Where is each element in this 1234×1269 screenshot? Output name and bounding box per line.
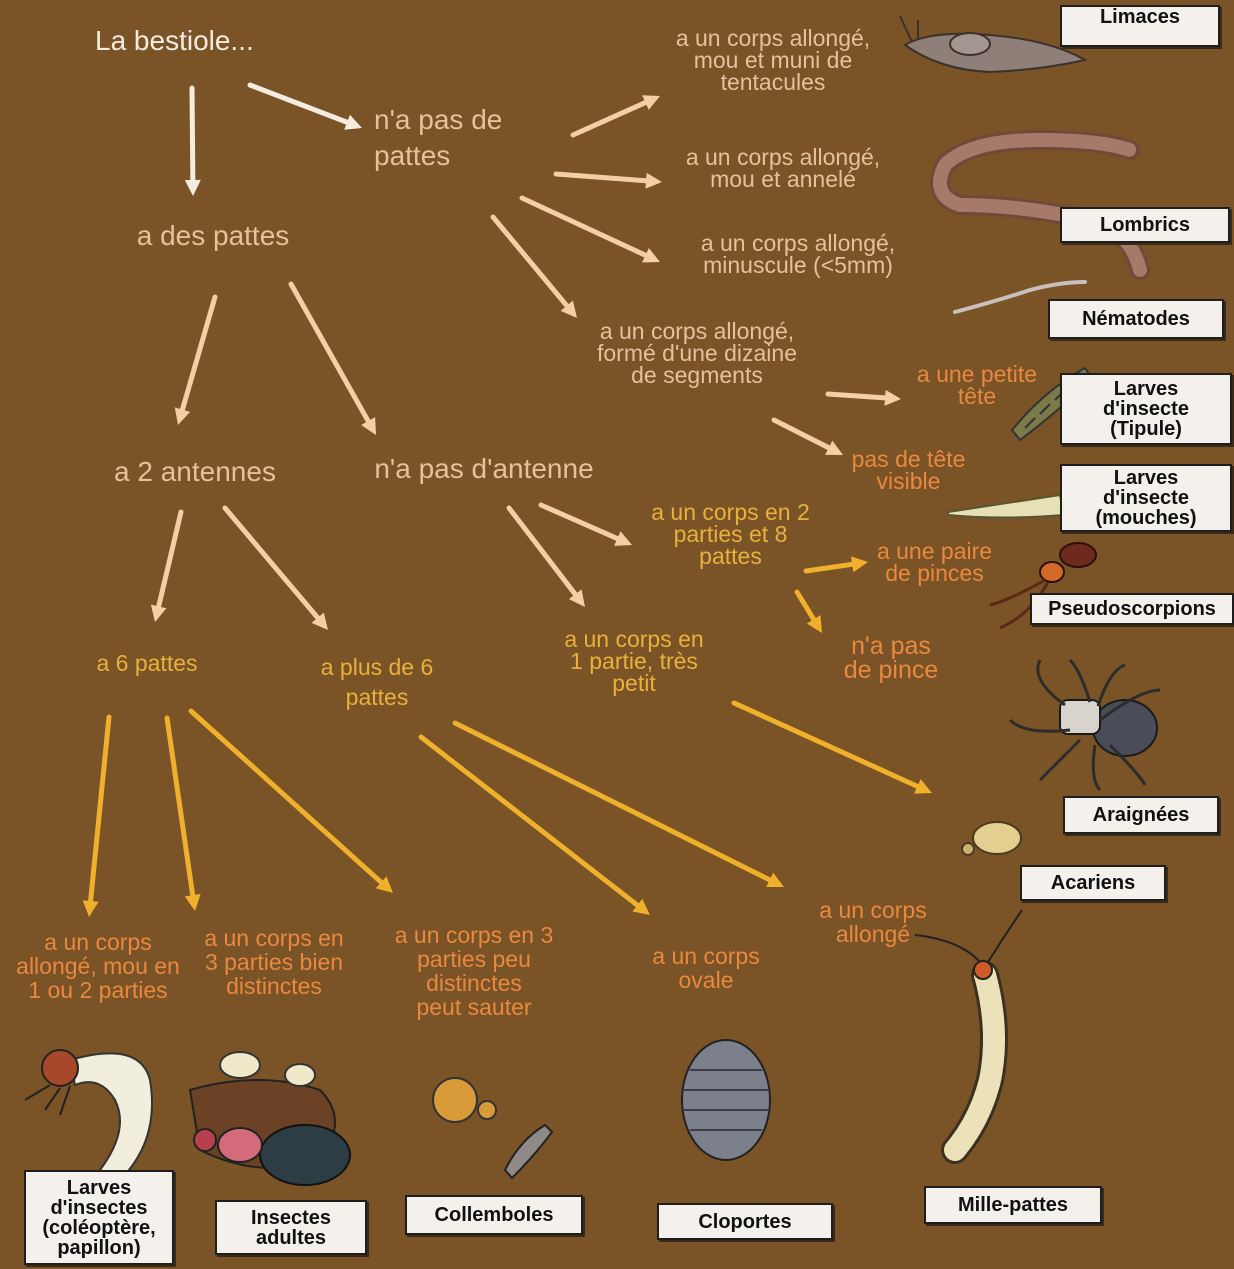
node-two-antennae: a 2 antennes bbox=[97, 459, 293, 486]
node-body-2-parts: a un corps en 2 parties et 8 pattes bbox=[633, 502, 828, 568]
label-lombrics: Lombrics bbox=[1060, 207, 1230, 243]
slug-icon bbox=[900, 16, 1085, 72]
spider-icon bbox=[1010, 660, 1160, 790]
fly-larva-icon bbox=[948, 495, 1064, 518]
node-nematode-desc: a un corps allongé, minuscule (<5mm) bbox=[680, 233, 916, 277]
node-larva-seg-desc: a un corps allongé, formé d'une dizaine … bbox=[572, 321, 822, 387]
node-soft-body: a un corps allongé, mou en 1 ou 2 partie… bbox=[2, 930, 194, 1002]
label-nematodes: Nématodes bbox=[1048, 299, 1224, 339]
node-no-head: pas de tête visible bbox=[836, 449, 981, 493]
label-acariens: Acariens bbox=[1020, 865, 1166, 901]
label-insectes-adultes: Insectes adultes bbox=[215, 1200, 367, 1255]
node-no-legs: n'a pas de pattes bbox=[374, 102, 502, 175]
label-larves-insectes: Larves d'insectes (coléoptère, papillon) bbox=[24, 1170, 174, 1265]
woodlouse-icon bbox=[682, 1040, 770, 1160]
label-mille-pattes: Mille-pattes bbox=[924, 1186, 1102, 1224]
label-araignees: Araignées bbox=[1063, 796, 1219, 834]
node-worm-desc: a un corps allongé, mou et annelé bbox=[665, 147, 901, 191]
label-pseudoscorpions: Pseudoscorpions bbox=[1030, 593, 1234, 625]
root-node: La bestiole... bbox=[95, 28, 254, 55]
earthworm-icon bbox=[940, 140, 1140, 270]
label-cloportes: Cloportes bbox=[657, 1203, 833, 1240]
mite-icon bbox=[962, 822, 1021, 855]
node-long-body: a un corps allongé bbox=[800, 898, 946, 946]
node-six-legs: a 6 pattes bbox=[78, 653, 216, 675]
node-oval-body: a un corps ovale bbox=[636, 944, 776, 992]
node-slug-desc: a un corps allongé, mou et muni de tenta… bbox=[655, 28, 891, 94]
node-pincers: a une paire de pinces bbox=[862, 541, 1007, 585]
node-no-antenna: n'a pas d'antenne bbox=[355, 456, 613, 483]
node-more-six-legs: a plus de 6 pattes bbox=[300, 653, 454, 713]
node-body-1-part: a un corps en 1 partie, très petit bbox=[543, 629, 725, 695]
label-limaces: Limaces bbox=[1060, 5, 1220, 47]
label-tipule: Larves d'insecte (Tipule) bbox=[1060, 373, 1232, 445]
node-small-head: a une petite tête bbox=[902, 364, 1052, 408]
beetle-larva-icon bbox=[25, 1050, 152, 1180]
node-has-legs: a des pattes bbox=[120, 223, 306, 250]
node-no-pincers: n'a pas de pince bbox=[826, 635, 956, 683]
node-springtail-desc: a un corps en 3 parties peu distinctes p… bbox=[380, 923, 568, 1020]
springtail-icon bbox=[433, 1078, 552, 1178]
label-collemboles: Collemboles bbox=[405, 1195, 583, 1235]
node-three-parts: a un corps en 3 parties bien distinctes bbox=[188, 926, 360, 998]
label-mouches: Larves d'insecte (mouches) bbox=[1060, 464, 1232, 532]
